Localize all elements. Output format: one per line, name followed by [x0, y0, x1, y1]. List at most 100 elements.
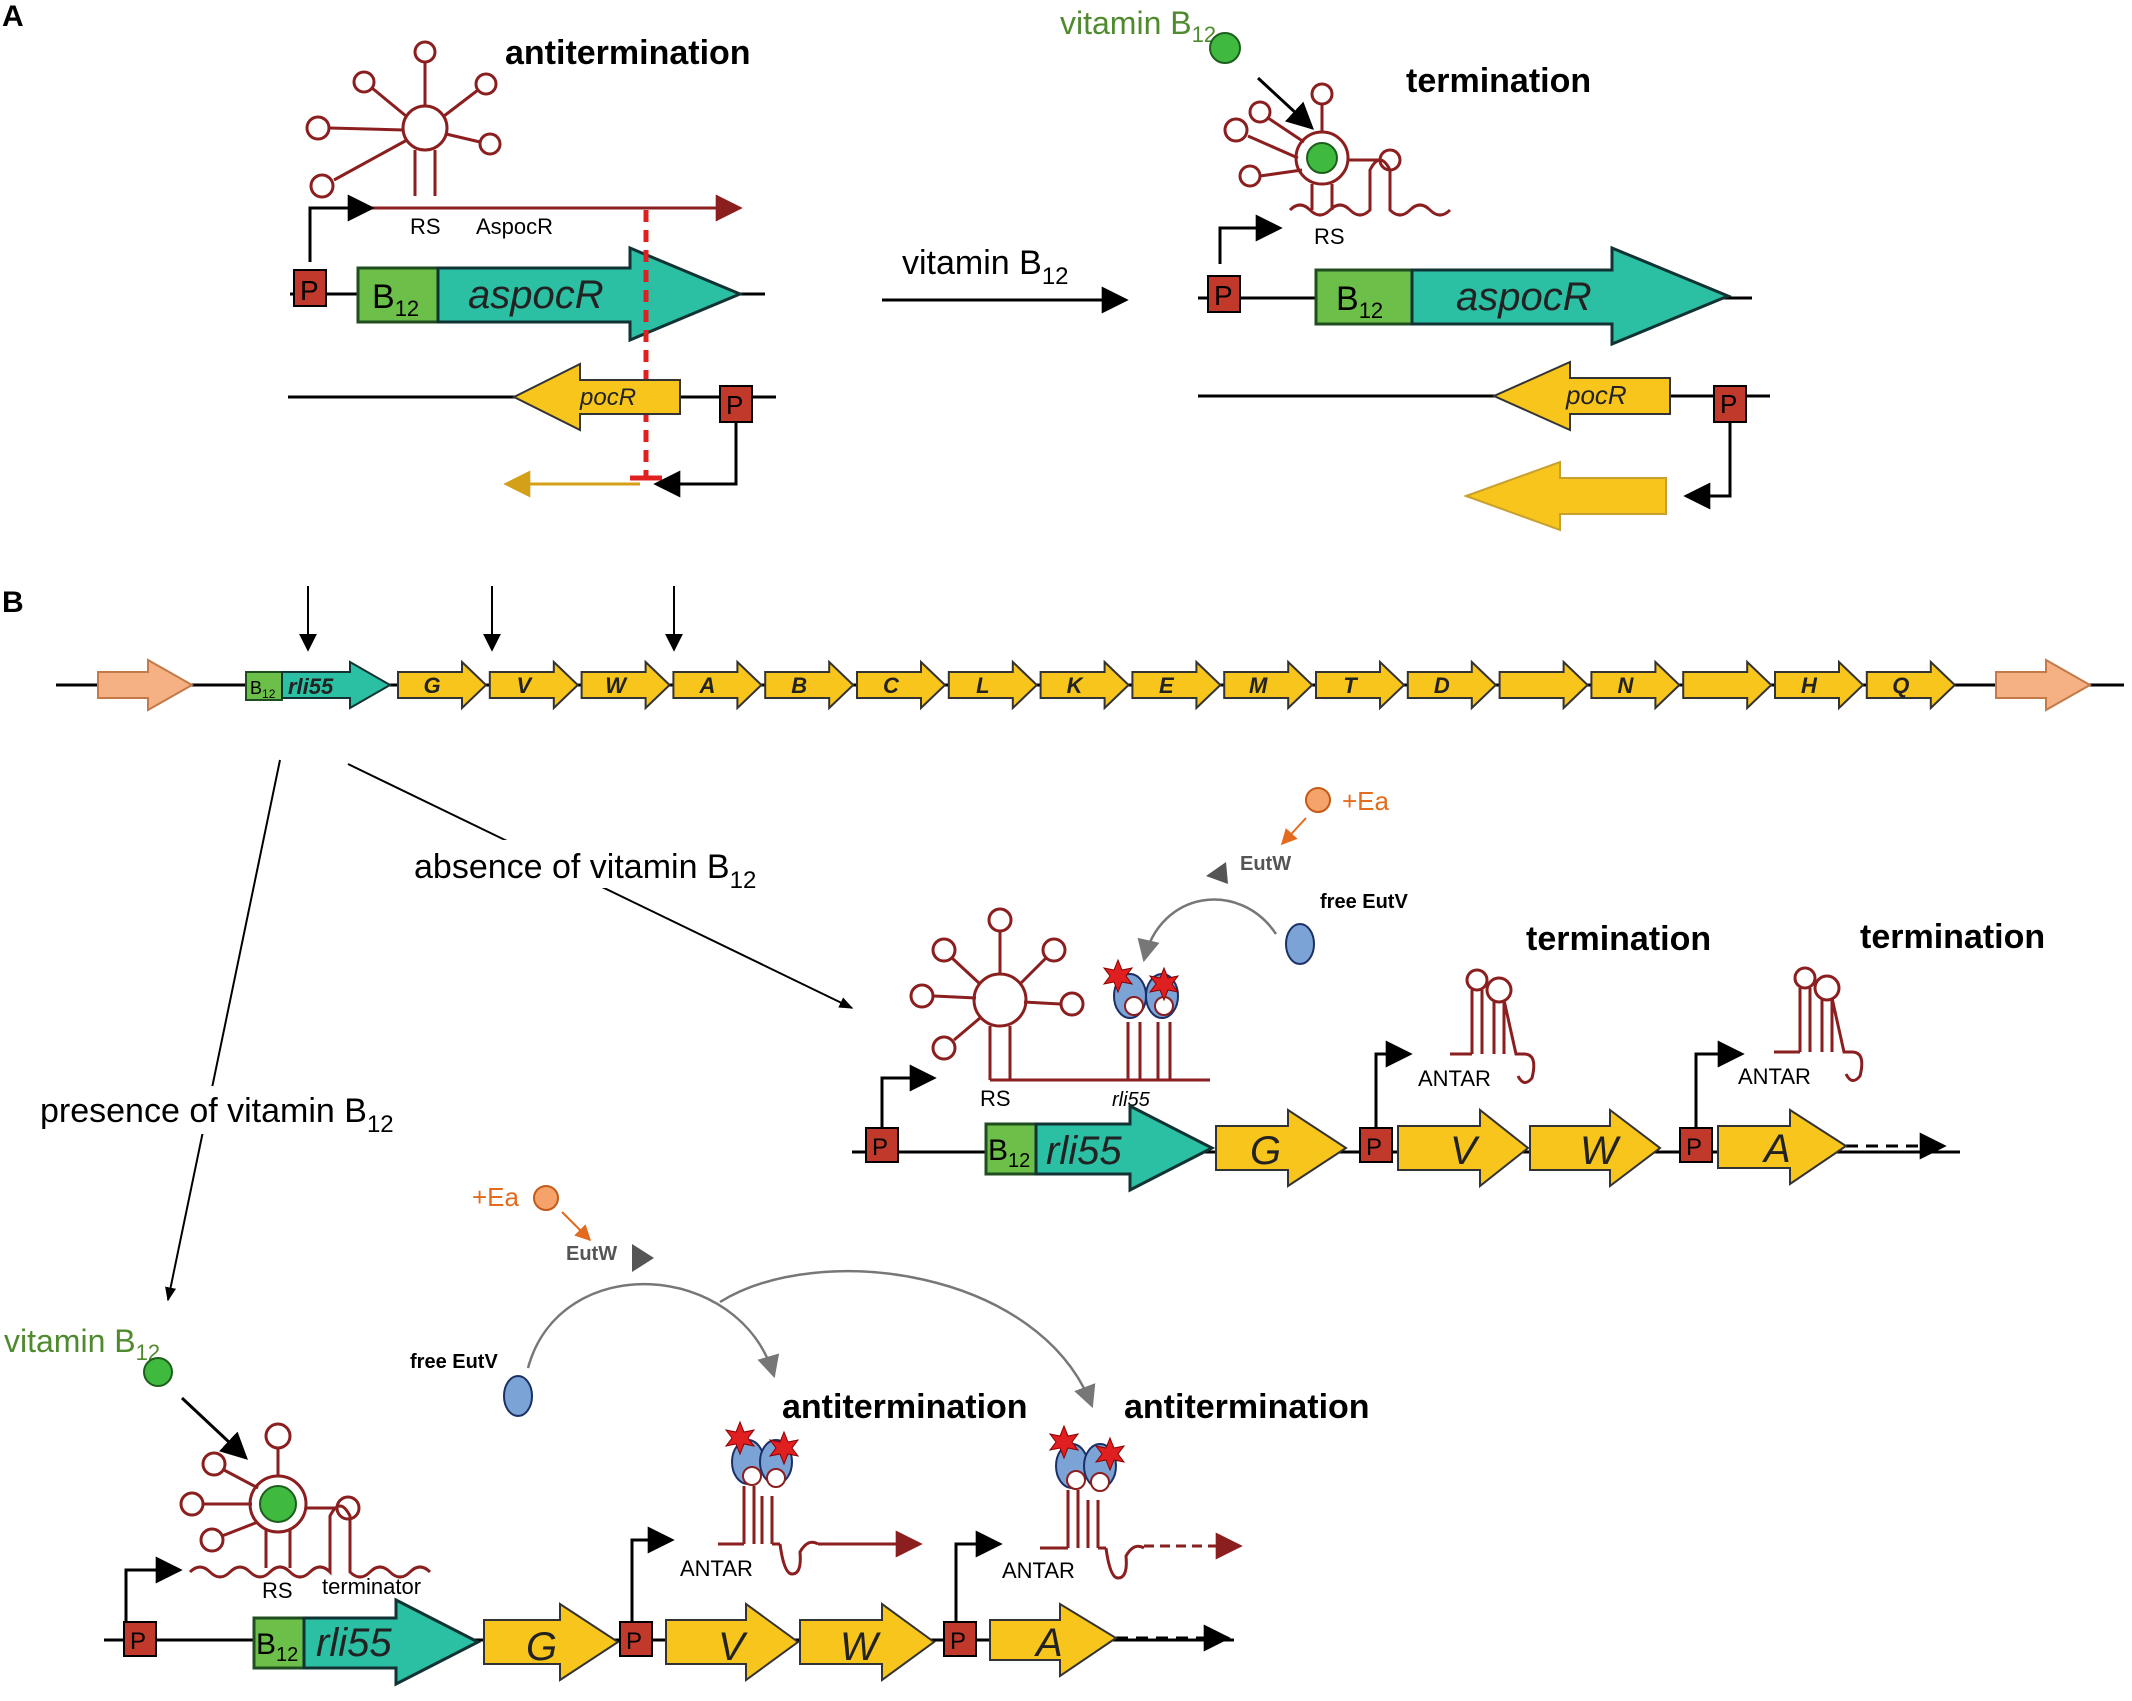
phospho-star-4 — [768, 1430, 800, 1466]
promoter-arrow-c2 — [630, 1526, 675, 1628]
eutv-monomer-top — [1285, 923, 1315, 965]
operon-gene-d — [1406, 659, 1498, 711]
promoter-b3-label: P — [1686, 1134, 1702, 1161]
operon-gene-label-m: M — [1249, 673, 1268, 698]
phospho-star-5 — [1048, 1424, 1080, 1460]
v-gene-top-label: V — [1450, 1129, 1480, 1173]
vitamin-b12-label-a: vitamin B12 — [1060, 5, 1216, 47]
pocr-gene — [511, 362, 681, 432]
free-eutv-label-bottom: free EutV — [410, 1351, 498, 1373]
presence-scenario: +Ea EutW free EutV antitermination antit… — [4, 1182, 1370, 1687]
antar-loop-b1-2 — [766, 1468, 786, 1488]
antar-label-4: ANTAR — [1002, 1558, 1075, 1583]
operon-gene-label-k: K — [1067, 673, 1085, 698]
operon-gene-label-c: C — [883, 673, 900, 698]
promoter-arrow-b2 — [1374, 1040, 1413, 1140]
a-gene-top — [1717, 1108, 1848, 1186]
vitamin-b12-ligand-a — [1209, 32, 1241, 64]
g-gene-bottom — [483, 1602, 620, 1682]
transition-label: vitamin B12 — [902, 244, 1069, 290]
b12-box-b1-label: B12 — [988, 1134, 1030, 1172]
panel-a-label: A — [2, 0, 24, 33]
rli55-gene-bottom — [302, 1597, 482, 1687]
promoter-label: P — [300, 275, 319, 306]
pocr-promoter-arrow — [653, 422, 738, 498]
operon-gene-k — [1039, 659, 1131, 711]
rli55-gene-top-label: rli55 — [1046, 1129, 1122, 1173]
presence-branch — [165, 759, 281, 1302]
operon-gene-label-h: H — [1801, 673, 1818, 698]
termination-label-b1: termination — [1526, 920, 1711, 958]
operon-gene-label-a: A — [698, 673, 715, 698]
pocr-promoter-right — [1713, 385, 1747, 423]
eutv-binding-arrow-2 — [719, 1270, 1096, 1409]
antar-label-3: ANTAR — [680, 1556, 753, 1581]
pocr-transcript-right — [1463, 460, 1667, 532]
phospho-star-6 — [1094, 1436, 1126, 1472]
promoter-arrow — [308, 194, 375, 262]
antar-antiterminator-2 — [1040, 1490, 1145, 1580]
promoter-b2-label: P — [1366, 1134, 1382, 1161]
antar-terminator-1 — [1450, 968, 1536, 1084]
eutv-monomer-bottom — [503, 1375, 533, 1417]
antar-terminator-2 — [1774, 966, 1864, 1082]
promoter-arrow-right — [1218, 214, 1283, 264]
promoter-b2 — [1359, 1127, 1393, 1163]
panel-b-label: B — [2, 586, 24, 619]
presence-label: presence of vitamin B12 — [40, 1092, 394, 1138]
pocr-promoter-arrow-right — [1683, 422, 1732, 510]
promoter-arrow-b1 — [880, 1064, 937, 1140]
panel-a-left: antitermination RS AspocR P B12 aspocR — [288, 34, 776, 498]
promoter-c2-label: P — [626, 1628, 642, 1655]
promoter-label-right: P — [1214, 280, 1233, 311]
antitermination-label-b1: antitermination — [782, 1388, 1028, 1426]
g-gene-bottom-label: G — [526, 1625, 557, 1669]
operon-rli55 — [281, 660, 393, 710]
w-gene-bottom — [799, 1602, 936, 1682]
operon-gene-c — [856, 659, 947, 711]
operon-gene-label-q: Q — [1892, 673, 1909, 698]
operon-gene-label-d: D — [1434, 673, 1450, 698]
operon-gene-label-e: E — [1159, 673, 1175, 698]
phospho-star-3 — [724, 1420, 756, 1456]
antitermination-label: antitermination — [505, 34, 751, 72]
v-gene-top — [1397, 1107, 1530, 1189]
b12-box-label-right: B12 — [1336, 280, 1383, 323]
aspocr-gene — [436, 245, 744, 343]
operon-gene-e — [1131, 659, 1222, 711]
flank-gene-right — [1995, 658, 2093, 712]
antar-antiterminator-1 — [718, 1486, 819, 1576]
promoter-arrow-b3 — [1694, 1040, 1745, 1140]
promoter-c3 — [943, 1621, 977, 1657]
promoter-b1 — [865, 1127, 899, 1163]
terminator-label: terminator — [322, 1574, 421, 1599]
ea-molecule-bottom — [533, 1185, 559, 1211]
promoter-c1-label: P — [130, 1628, 146, 1655]
riboswitch-open — [305, 40, 502, 199]
eutw-label-bottom: EutW — [566, 1243, 617, 1265]
ligand-arrow-a — [1256, 76, 1314, 130]
pocr-promoter-label: P — [726, 390, 743, 420]
rs-label-b2: RS — [262, 1578, 293, 1603]
promoter-b1-label: P — [872, 1134, 888, 1161]
aspocr-gene-label-right: aspocR — [1456, 275, 1592, 319]
a-gene-bottom — [989, 1602, 1118, 1678]
operon-b12-box — [245, 671, 283, 701]
antar-label-2: ANTAR — [1738, 1064, 1811, 1089]
eutw-icon-top — [1206, 862, 1228, 884]
absence-scenario: +Ea EutW free EutV termination terminati… — [852, 786, 2045, 1193]
operon-gene-v — [488, 659, 580, 711]
promoter-c3-label: P — [950, 1628, 966, 1655]
promoter-arrow-c3 — [954, 1530, 1003, 1628]
w-gene-top — [1529, 1107, 1662, 1189]
promoter-right — [1207, 275, 1241, 313]
aspocr-gene-right — [1410, 245, 1732, 347]
v-gene-bottom-label: V — [718, 1625, 748, 1669]
g-gene-top — [1215, 1108, 1348, 1188]
operon-gene-t — [1315, 659, 1406, 711]
ea-label-top: +Ea — [1342, 786, 1390, 816]
operon-gene-w — [580, 659, 672, 711]
flank-gene-left — [97, 658, 195, 712]
rs-label-right: RS — [1314, 224, 1345, 249]
